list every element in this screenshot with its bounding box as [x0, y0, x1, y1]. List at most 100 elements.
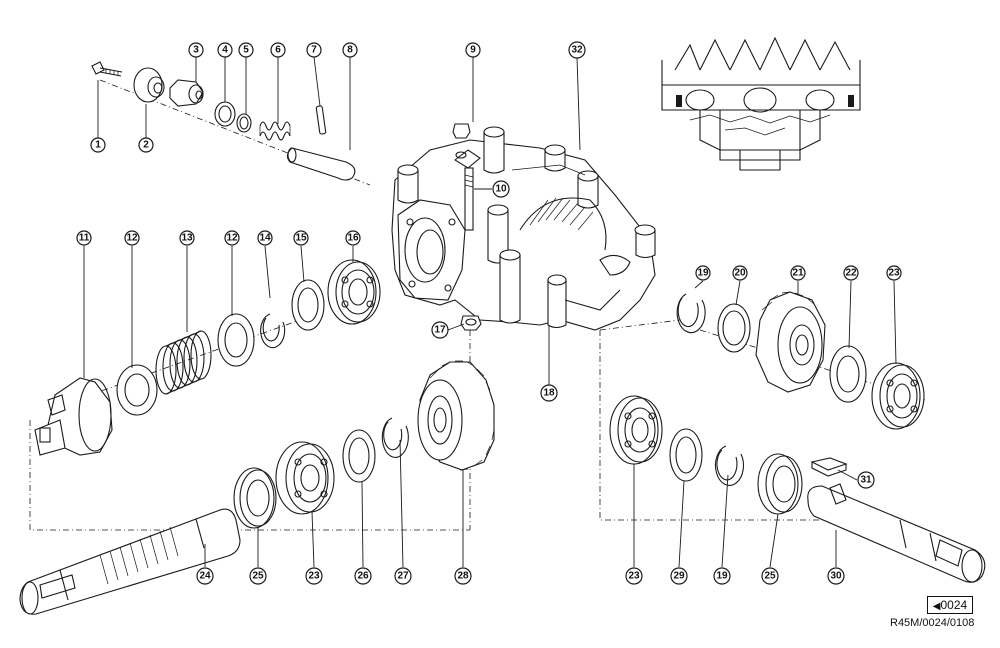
svg-text:1: 1 [95, 140, 101, 151]
part-7-pin [315, 105, 327, 135]
callout-29: 29 [670, 567, 688, 585]
callout-23b: 23 [305, 567, 323, 585]
svg-text:19: 19 [697, 268, 709, 279]
callout-17: 17 [431, 321, 449, 339]
svg-text:7: 7 [311, 45, 317, 56]
part-23-bearing-right [609, 395, 663, 465]
part-2-cap-nut [133, 67, 165, 103]
svg-text:17: 17 [434, 325, 446, 336]
svg-text:27: 27 [397, 571, 409, 582]
part-16-bearing [327, 259, 381, 325]
callout-24: 24 [196, 567, 214, 585]
part-14-circlip [260, 313, 286, 349]
svg-text:12: 12 [226, 233, 238, 244]
svg-text:25: 25 [764, 571, 776, 582]
callout-19b: 19 [713, 567, 731, 585]
part-24-splined-shaft [19, 508, 241, 615]
callout-7: 7 [306, 42, 322, 58]
svg-text:30: 30 [830, 571, 842, 582]
callout-22: 22 [843, 265, 859, 281]
callout-15: 15 [293, 230, 309, 246]
svg-text:23: 23 [628, 571, 640, 582]
svg-text:12: 12 [126, 233, 138, 244]
gearbox-housing [391, 126, 656, 331]
part-21-bevel-gear [755, 291, 826, 393]
callout-4: 4 [217, 42, 233, 58]
callout-12b: 12 [224, 230, 240, 246]
callout-27: 27 [394, 567, 412, 585]
svg-text:24: 24 [199, 571, 211, 582]
svg-text:16: 16 [347, 233, 359, 244]
callout-3: 3 [188, 42, 204, 58]
part-17-nut [460, 315, 482, 331]
svg-text:31: 31 [860, 475, 872, 486]
part-5-o-ring [236, 113, 252, 133]
callout-9: 9 [465, 42, 481, 58]
drawing-code: R45M/0024/0108 [890, 617, 975, 629]
page-reference-box: ◀0024 [927, 596, 973, 614]
callout-10: 10 [492, 180, 510, 198]
part-15-shim [291, 279, 325, 331]
callout-11: 11 [76, 230, 92, 246]
callout-23c: 23 [625, 567, 643, 585]
svg-text:10: 10 [495, 184, 507, 195]
svg-text:11: 11 [79, 233, 90, 244]
part-25-seal-left [233, 467, 277, 529]
svg-text:18: 18 [543, 388, 555, 399]
part-31-key [810, 457, 848, 477]
callout-21: 21 [790, 265, 806, 281]
callout-32: 32 [568, 41, 586, 59]
callout-8: 8 [342, 42, 358, 58]
part-27-circlip [381, 417, 409, 458]
svg-text:15: 15 [295, 233, 307, 244]
callout-5: 5 [238, 42, 254, 58]
page-reference-number: 0024 [940, 598, 968, 612]
part-23-bearing-left [275, 441, 335, 515]
callout-30: 30 [827, 567, 845, 585]
svg-text:28: 28 [457, 571, 469, 582]
callout-1: 1 [90, 137, 106, 153]
callout-20: 20 [732, 265, 748, 281]
part-19-circlip-upper [676, 293, 706, 334]
svg-text:26: 26 [357, 571, 369, 582]
callout-25b: 25 [761, 567, 779, 585]
svg-text:19: 19 [716, 571, 728, 582]
part-19-circlip-lower [714, 445, 745, 486]
assembly-inset [661, 36, 861, 171]
callout-26: 26 [354, 567, 372, 585]
svg-text:4: 4 [222, 45, 228, 56]
leader-lines [83, 56, 897, 568]
part-10-stud [464, 167, 474, 231]
callout-13: 13 [179, 230, 195, 246]
left-triangle-icon: ◀ [932, 601, 941, 612]
svg-text:13: 13 [181, 233, 193, 244]
svg-text:3: 3 [193, 45, 199, 56]
svg-text:21: 21 [792, 268, 804, 279]
part-30-output-shaft [807, 483, 986, 583]
part-12-shim-right [217, 313, 255, 367]
part-6-spring [259, 121, 291, 141]
svg-text:25: 25 [252, 571, 264, 582]
callout-23a: 23 [886, 265, 902, 281]
part-20-shim [717, 303, 751, 353]
callout-6: 6 [270, 42, 286, 58]
part-26-shim [342, 429, 376, 483]
svg-text:8: 8 [347, 45, 353, 56]
callout-31: 31 [857, 471, 875, 489]
callouts: 1 2 3 4 5 6 7 8 9 10 11 12 13 12 14 15 1… [76, 41, 902, 585]
part-12-shim-left [116, 364, 158, 416]
svg-text:29: 29 [673, 571, 685, 582]
callout-14: 14 [257, 230, 273, 246]
part-23-bearing-upper [871, 362, 925, 430]
svg-text:20: 20 [734, 268, 746, 279]
part-29-shim [669, 428, 703, 482]
callout-18: 18 [540, 384, 558, 402]
callout-2: 2 [138, 137, 154, 153]
svg-text:6: 6 [275, 45, 281, 56]
part-9-nut [452, 123, 471, 159]
part-8-plunger [286, 147, 356, 181]
part-28-crown-gear [417, 360, 495, 471]
svg-text:14: 14 [259, 233, 271, 244]
